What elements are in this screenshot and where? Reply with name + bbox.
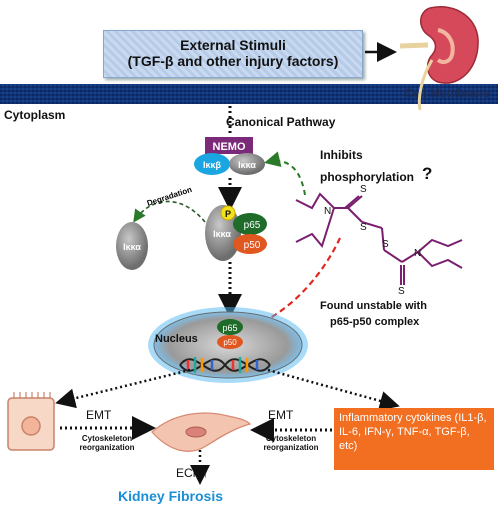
phospho-label: P — [225, 209, 231, 219]
cytoskeleton-left-2: reorganization — [79, 443, 135, 452]
cytoskeleton-right-2: reorganization — [263, 443, 319, 452]
emt-right-label: EMT — [268, 408, 294, 422]
cytoskeleton-left-1: Cytoskeleton — [81, 434, 133, 443]
nuc-p50-ellipse — [217, 335, 243, 349]
kidney-fibrosis-label: Kidney Fibrosis — [118, 488, 224, 504]
p50-label: p50 — [244, 240, 261, 251]
unstable-label-2: p65-p50 complex — [330, 316, 420, 328]
svg-text:S: S — [398, 286, 405, 297]
question-mark: ? — [422, 164, 433, 183]
ikkb-ellipse — [194, 153, 230, 175]
cell-membrane — [0, 84, 498, 104]
degradation-arrow — [133, 200, 206, 223]
inflammatory-cytokines-box: Inflammatory cytokines (IL1-β, IL-6, IFN… — [334, 408, 494, 470]
ecm-label: ECM↑ — [176, 466, 209, 480]
external-stimuli-box: External Stimuli (TGF-β and other injury… — [103, 30, 363, 78]
membrane-label: Cell Membrane — [404, 86, 490, 100]
pathway-label: Canonical Pathway — [226, 115, 336, 129]
nucleus-label: Nucleus — [155, 333, 198, 345]
svg-text:S: S — [360, 222, 367, 233]
ikkb-label: Iκκβ — [203, 160, 222, 170]
cytoskeleton-left-label: Cytoskeleton reorganization — [72, 434, 142, 452]
phospho-circle — [220, 205, 236, 221]
ikka-degraded-ellipse — [116, 222, 148, 270]
nuc-p65-ellipse — [217, 319, 243, 335]
nemo-label: NEMO — [213, 141, 246, 153]
nemo-box — [205, 137, 253, 154]
ikka-label: Iκκα — [238, 160, 256, 170]
svg-text:S: S — [382, 239, 389, 250]
ikka-ellipse — [229, 153, 265, 175]
svg-text:N: N — [414, 248, 421, 259]
phosphorylation-label: phosphorylation — [320, 170, 414, 184]
svg-text:S: S — [360, 184, 367, 195]
degradation-label: Degradation — [146, 185, 193, 208]
inhibit-arrow — [264, 151, 306, 196]
fibroblast-icon — [151, 412, 252, 452]
inhibitor-molecule — [295, 192, 463, 285]
kidney-icon — [399, 6, 479, 111]
unstable-label-1: Found unstable with — [320, 300, 427, 312]
epithelial-cell-icon — [7, 392, 55, 451]
stimuli-title: External Stimuli — [180, 37, 286, 53]
emt-left-label: EMT — [86, 408, 112, 422]
stimuli-subtitle: (TGF-β and other injury factors) — [127, 53, 339, 69]
p65-ellipse — [233, 213, 267, 235]
nuc-p50-label: p50 — [223, 338, 237, 347]
p50-ellipse — [233, 234, 267, 254]
cytoplasm-label: Cytoplasm — [4, 108, 66, 122]
nuc-p65-label: p65 — [222, 323, 237, 333]
cytoskeleton-right-label: Cytoskeleton reorganization — [256, 434, 326, 452]
svg-text:N: N — [324, 206, 331, 217]
dna-helix — [179, 357, 271, 373]
ikka-degraded-label: Iκκα — [123, 242, 141, 252]
p65-label: p65 — [244, 220, 261, 231]
cytoskeleton-right-1: Cytoskeleton — [265, 434, 317, 443]
ikka-bound-label: Iκκα — [213, 229, 231, 239]
inhibits-label: Inhibits — [320, 148, 363, 162]
